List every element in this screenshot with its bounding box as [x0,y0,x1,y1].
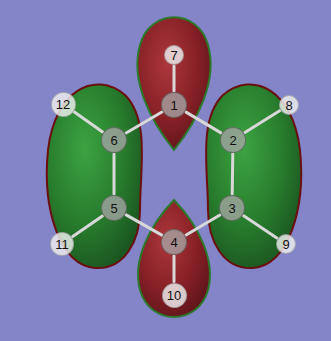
atom-number: 8 [285,99,292,112]
carbon-atom: 2 [220,127,246,153]
bond [74,112,103,132]
red-lobe [137,17,210,150]
bond [126,215,162,235]
hydrogen-atom: 10 [162,283,187,308]
bond [73,216,103,237]
bond [173,66,176,91]
atom-number: 11 [55,238,69,251]
bond [173,256,176,282]
carbon-atom: 6 [101,127,127,153]
green-lobe [206,84,301,268]
carbon-atom: 3 [219,195,245,221]
bond [126,112,162,133]
atom-number: 3 [228,202,235,215]
green-lobe [47,84,142,268]
hydrogen-atom: 11 [50,232,74,256]
atom-number: 6 [110,134,117,147]
bond [245,111,280,133]
atom-number: 9 [282,238,289,251]
hydrogen-atom: 9 [276,234,296,254]
carbon-atom: 5 [101,195,127,221]
atom-number: 7 [170,49,177,62]
bond [186,215,220,235]
atom-number: 10 [167,289,181,302]
carbon-atom: 4 [161,229,187,255]
carbon-atom: 1 [161,92,187,118]
atom-number: 5 [110,202,117,215]
red-lobe [138,200,210,317]
bond [113,154,116,194]
atom-number: 2 [229,134,236,147]
bond [186,112,221,133]
hydrogen-atom: 8 [279,95,299,115]
hydrogen-atom: 12 [51,92,76,117]
atom-number: 12 [56,98,70,111]
atom-number: 1 [170,99,177,112]
atom-number: 4 [170,236,177,249]
hydrogen-atom: 7 [164,45,184,65]
bond [244,216,277,238]
bond [231,154,235,194]
